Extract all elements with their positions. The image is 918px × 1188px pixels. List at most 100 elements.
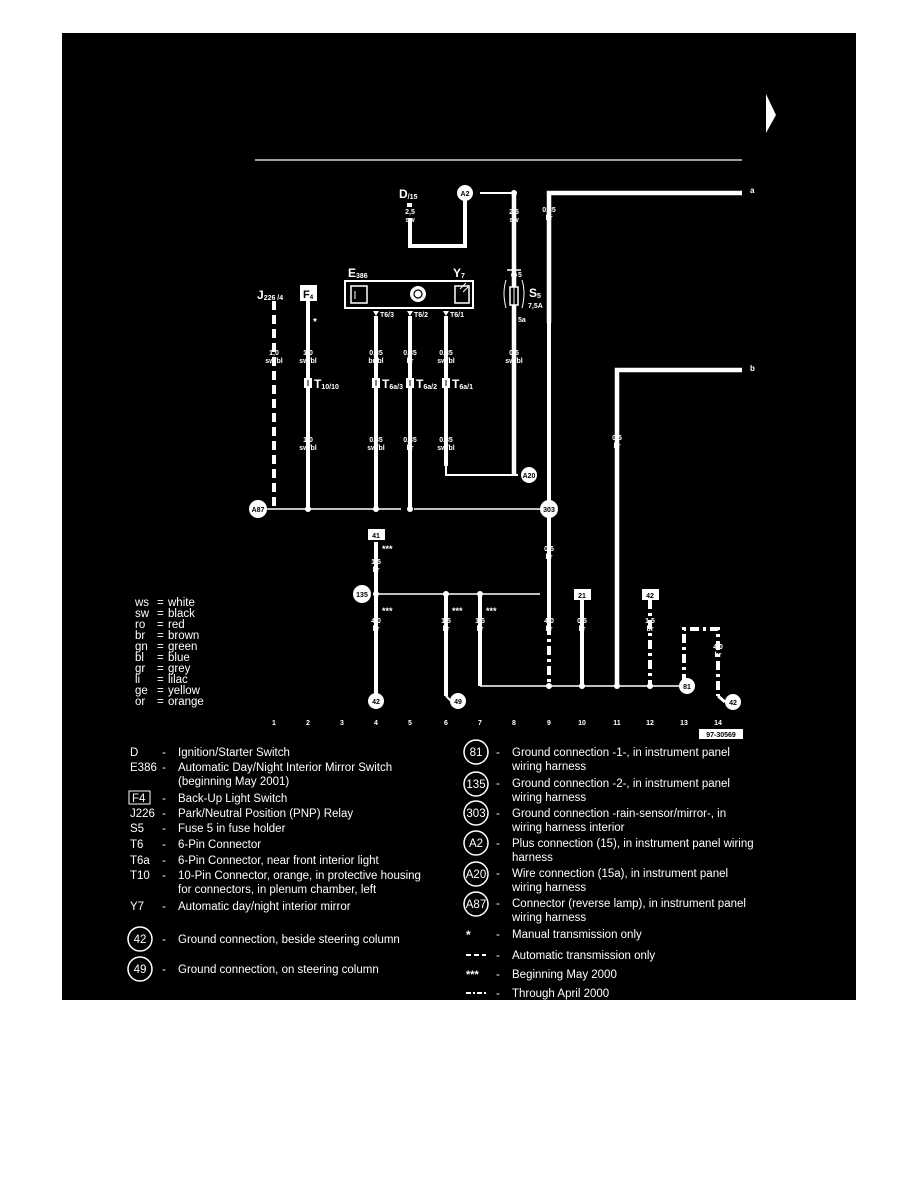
t10-label: T10/10 — [314, 377, 339, 391]
svg-text:or=orange: or=orange — [135, 696, 204, 708]
svg-text:5: 5 — [408, 720, 412, 727]
y7-label: Y7 — [453, 266, 465, 280]
svg-text:br: br — [614, 443, 621, 450]
wire-col14-to-42 — [717, 694, 726, 704]
svg-text:br: br — [546, 215, 553, 222]
svg-text:wiring harness: wiring harness — [511, 912, 586, 924]
svg-text:Connector (reverse lamp), in i: Connector (reverse lamp), in instrument … — [512, 898, 746, 910]
svg-text:ro=red: ro=red — [135, 619, 185, 631]
wire-edge-b — [614, 367, 742, 686]
svg-text:br: br — [373, 567, 380, 574]
mirror-switch-icon — [350, 285, 368, 304]
svg-text:135: 135 — [466, 779, 485, 791]
svg-text:0,35: 0,35 — [439, 437, 453, 444]
fuse-pin-5a: 5a — [518, 317, 526, 324]
svg-text:sw/bl: sw/bl — [299, 358, 317, 365]
t6-1-label: T6/1 — [450, 312, 464, 319]
photo-sensor-ray — [462, 285, 470, 293]
svg-text:li=lilac: li=lilac — [135, 674, 188, 686]
svg-text:wiring harness: wiring harness — [511, 792, 586, 804]
fuse-bracket-right — [521, 279, 525, 309]
diagram-panel: D/15 A2 E386 Y7 T6/3 T6/2 T6/1 F4 * J226… — [62, 33, 856, 1000]
svg-text:wiring harness: wiring harness — [511, 761, 586, 773]
svg-text:4,0: 4,0 — [544, 618, 554, 625]
svg-text:Wire connection (15a), in inst: Wire connection (15a), in instrument pan… — [512, 868, 728, 880]
wire-t6a1-a20 — [445, 466, 518, 476]
svg-text:Ground connection, on steering: Ground connection, on steering column — [178, 964, 379, 976]
continuation-a-label: a — [750, 186, 755, 195]
connection-legend: 81 - Ground connection -1-, in instrumen… — [463, 739, 754, 924]
mirror-relay-icon — [410, 286, 426, 302]
svg-text:4,0: 4,0 — [371, 618, 381, 625]
svg-text:9: 9 — [547, 720, 551, 727]
svg-text:*: * — [466, 928, 471, 942]
svg-text:0,35: 0,35 — [369, 350, 383, 357]
svg-text:41: 41 — [372, 533, 380, 540]
svg-text:14: 14 — [714, 720, 722, 727]
svg-text:21: 21 — [578, 593, 586, 600]
svg-text:6: 6 — [444, 720, 448, 727]
svg-text:br/bl: br/bl — [368, 358, 383, 365]
next-page-arrow-icon[interactable] — [766, 94, 776, 133]
svg-text:0,5: 0,5 — [544, 546, 554, 553]
svg-text:1,0: 1,0 — [303, 437, 313, 444]
svg-text:-: - — [496, 950, 500, 962]
svg-text:-: - — [162, 934, 166, 946]
wire-edge-a — [546, 190, 742, 323]
svg-text:sw/bl: sw/bl — [437, 358, 455, 365]
a20-marker: A20 — [521, 467, 537, 483]
svg-text:F4-Back-Up Light Switch: F4-Back-Up Light Switch — [132, 793, 287, 805]
svg-text:Manual transmission only: Manual transmission only — [512, 929, 642, 941]
svg-text:-: - — [496, 898, 500, 910]
fuse-rating: 7,5A — [528, 303, 543, 310]
junction-dots — [305, 190, 653, 689]
svg-text:0,35: 0,35 — [439, 350, 453, 357]
svg-text:8: 8 — [512, 720, 516, 727]
connector-pins — [307, 380, 447, 386]
svg-text:gn=green: gn=green — [135, 641, 197, 653]
ground-135-marker: 135 — [353, 585, 371, 603]
svg-text:2: 2 — [306, 720, 310, 727]
t6a1-label: T6a/1 — [452, 377, 473, 391]
svg-text:135: 135 — [356, 592, 368, 599]
svg-text:br: br — [443, 626, 450, 633]
svg-text:sw/bl: sw/bl — [505, 358, 523, 365]
svg-text:sw/bl: sw/bl — [367, 445, 385, 452]
svg-text:T10-10-Pin Connector, orange,: T10-10-Pin Connector, orange, in protect… — [130, 870, 421, 882]
svg-text:sw/bl: sw/bl — [265, 358, 283, 365]
box-41-marker: 41 — [368, 529, 385, 540]
wire-d15 — [408, 191, 470, 248]
beginning-may-2000-mark: *** — [382, 606, 393, 616]
beginning-may-2000-mark: *** — [486, 606, 497, 616]
continuation-b-label: b — [750, 364, 755, 373]
svg-text:49: 49 — [454, 699, 462, 706]
svg-text:A20: A20 — [466, 869, 486, 881]
d15-terminal — [407, 203, 412, 207]
svg-text:-: - — [496, 929, 500, 941]
svg-text:1,5: 1,5 — [441, 618, 451, 625]
svg-text:sw: sw — [509, 217, 519, 224]
svg-text:br: br — [546, 626, 553, 633]
svg-text:81: 81 — [470, 747, 483, 759]
svg-text:-: - — [496, 838, 500, 850]
svg-text:-: - — [496, 988, 500, 1000]
wire-group — [258, 190, 742, 701]
svg-text:***: *** — [466, 969, 480, 981]
svg-text:10: 10 — [578, 720, 586, 727]
svg-text:wiring harness: wiring harness — [511, 882, 586, 894]
f4-label: F4 — [303, 289, 314, 301]
beginning-may-2000-mark: *** — [382, 544, 393, 554]
component-legend: D-Ignition/Starter Switch E386-Automatic… — [127, 747, 421, 982]
svg-text:br: br — [715, 652, 722, 659]
svg-text:4,0: 4,0 — [713, 644, 723, 651]
svg-text:sw/bl: sw/bl — [437, 445, 455, 452]
svg-text:J226-Park/Neutral Position (PN: J226-Park/Neutral Position (PNP) Relay — [130, 808, 353, 820]
svg-text:-: - — [496, 969, 500, 981]
manual-only-star: * — [313, 317, 317, 328]
e386-label: E386 — [348, 266, 368, 280]
svg-text:0,35: 0,35 — [369, 437, 383, 444]
figure-id: 97-30569 — [706, 732, 736, 739]
svg-text:303: 303 — [466, 808, 485, 820]
svg-text:3: 3 — [340, 720, 344, 727]
svg-text:-: - — [496, 747, 500, 759]
